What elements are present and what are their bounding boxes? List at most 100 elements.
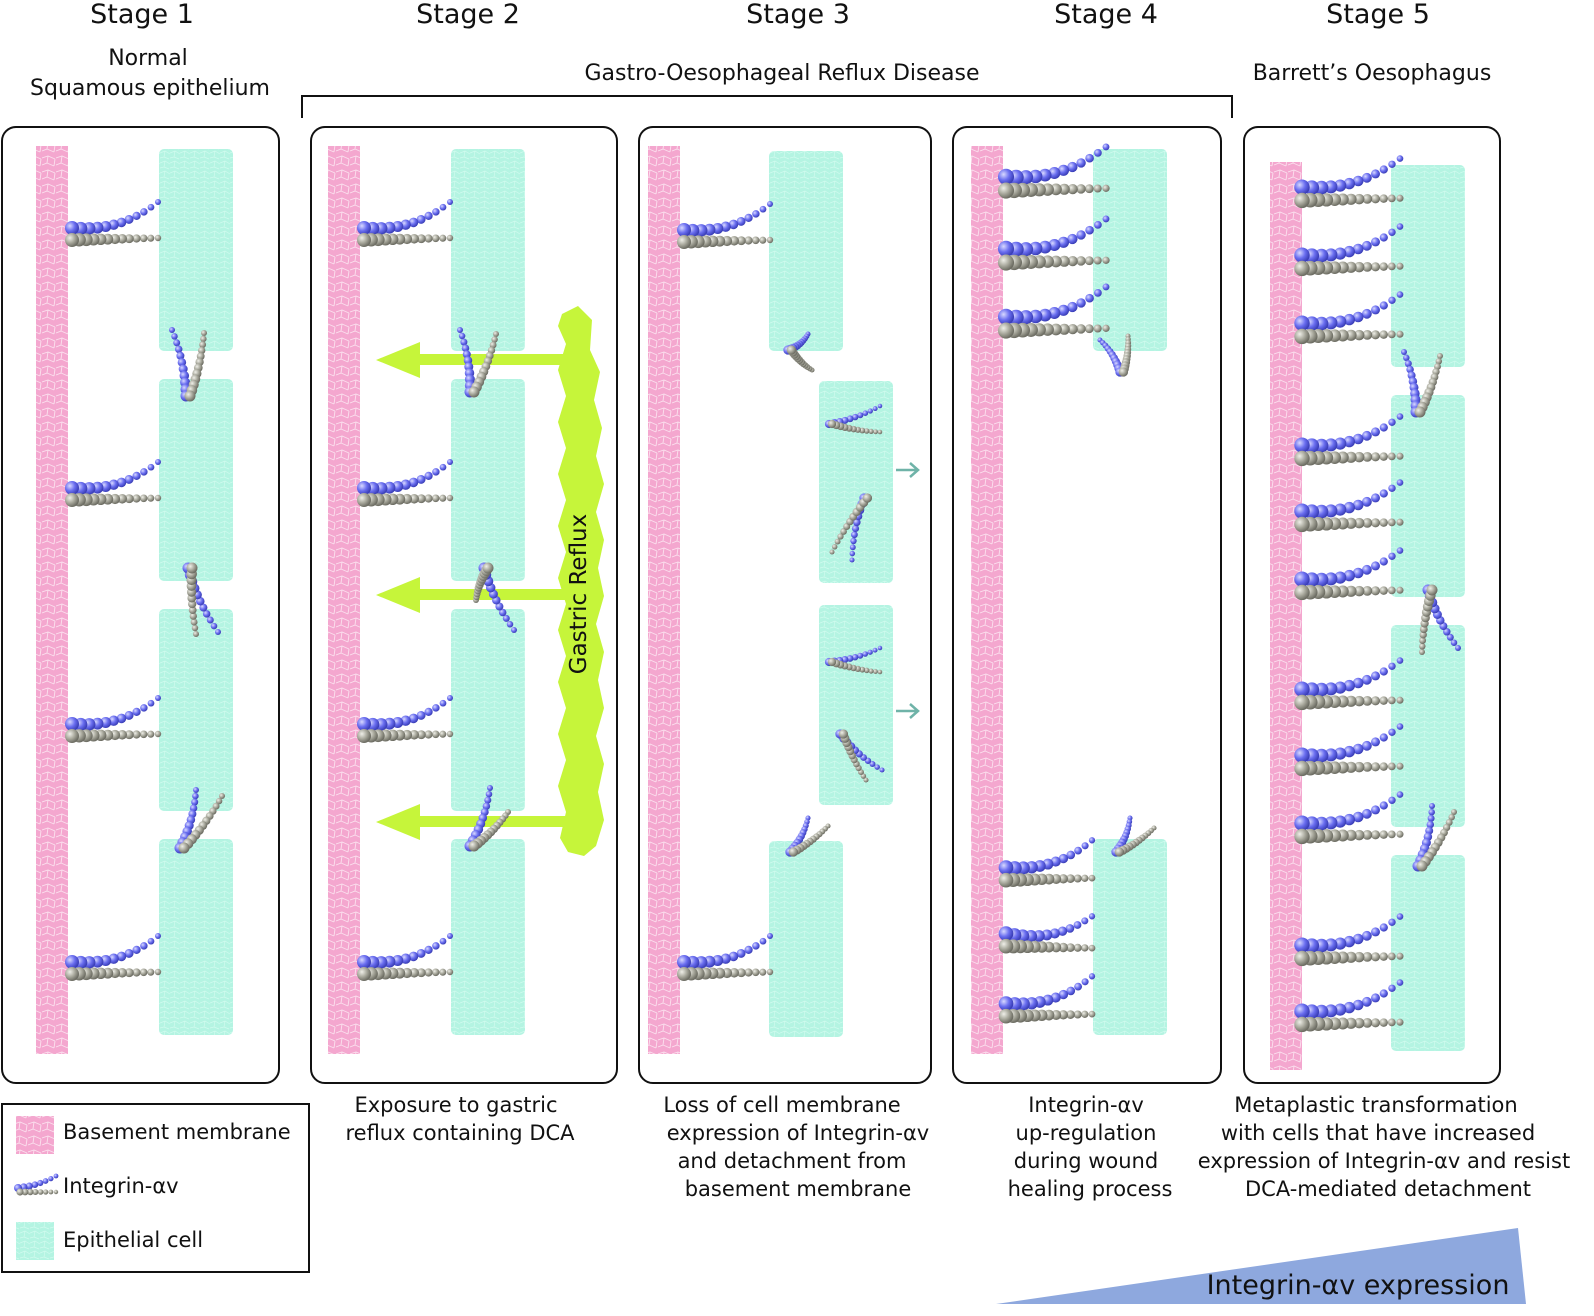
legend-integrin-label: Integrin-αv bbox=[63, 1174, 179, 1198]
stage-1-junction-integrin-3 bbox=[174, 787, 225, 854]
stage-2-membrane-integrin-4 bbox=[357, 933, 454, 981]
gastric-reflux-column bbox=[558, 306, 604, 856]
stage-2-cell-2 bbox=[451, 379, 525, 581]
stage-4-membrane-integrin-2 bbox=[997, 215, 1110, 271]
stage-2-title: Stage 2 bbox=[416, 0, 520, 30]
stage-3-cell-detached-2 bbox=[819, 605, 893, 805]
stage-4-cell-1 bbox=[1093, 149, 1167, 351]
gastric-reflux-label: Gastric Reflux bbox=[566, 514, 592, 675]
expression-label: Integrin-αv expression bbox=[1207, 1270, 1510, 1301]
basement-membrane-swatch bbox=[16, 1116, 54, 1154]
stage-5-junction-integrin-2 bbox=[1419, 584, 1461, 655]
stage-3-cell-integrin-4 bbox=[835, 729, 885, 783]
stage-3-caption-line-2: expression of Integrin-αv bbox=[667, 1121, 929, 1145]
reflux-arrow-top bbox=[376, 342, 568, 378]
stage-3-cell-integrin-1 bbox=[824, 403, 883, 435]
stage-3-caption-line-4: basement membrane bbox=[685, 1177, 912, 1201]
stage-3-title: Stage 3 bbox=[746, 0, 850, 30]
stage-5-cell-1 bbox=[1391, 165, 1465, 367]
gerd-bracket bbox=[301, 95, 1233, 118]
stage-5-basement-membrane bbox=[1270, 162, 1302, 1070]
stage-4-junction-integrin-1 bbox=[1097, 333, 1132, 377]
stage-3-movement-arrows bbox=[896, 462, 920, 719]
stage-3-arrow-lower bbox=[896, 703, 920, 719]
stage-4-membrane-integrin-1 bbox=[997, 143, 1110, 199]
stage-2-membrane-integrin-1 bbox=[357, 199, 454, 247]
stage-4-healing-integrin-1 bbox=[998, 837, 1096, 888]
stage-headers: Stage 1 Stage 2 Stage 3 Stage 4 Stage 5 … bbox=[30, 0, 1491, 118]
stage-2-junction-integrin-2 bbox=[473, 562, 517, 633]
stage-5-title: Stage 5 bbox=[1326, 0, 1430, 30]
basement-membranes bbox=[36, 146, 1302, 1070]
stage-1-cell-2 bbox=[159, 379, 233, 581]
stage-1-membrane-integrin-3 bbox=[65, 695, 162, 743]
stage-4-caption-line-1: Integrin-αv bbox=[1028, 1093, 1144, 1117]
stage-5-membrane-integrin-10 bbox=[1294, 913, 1404, 967]
stage-4-caption-line-4: healing process bbox=[1008, 1177, 1173, 1201]
stage-1-membrane-integrin-4 bbox=[65, 933, 162, 981]
stage-5-membrane-integrin-9 bbox=[1294, 791, 1404, 845]
stage-5-membrane-integrin-3 bbox=[1294, 291, 1404, 345]
stage-4-caption-line-2: up-regulation bbox=[1016, 1121, 1157, 1145]
stage-2-basement-membrane bbox=[328, 146, 360, 1054]
stage-4-healing-integrin-2 bbox=[998, 913, 1096, 954]
stage-5-caption-line-2: with cells that have increased bbox=[1221, 1121, 1535, 1145]
stage-2-membrane-integrin-3 bbox=[357, 695, 454, 743]
stage-3-caption-line-3: and detachment from bbox=[678, 1149, 907, 1173]
stage-1-junction-integrin-2 bbox=[182, 562, 221, 637]
stage-2-junction-integrin-3 bbox=[464, 785, 511, 852]
stage-2-caption-line-1: Exposure to gastric bbox=[354, 1093, 557, 1117]
stage-5-cell-3 bbox=[1391, 625, 1465, 827]
stage-5-membrane-integrin-7 bbox=[1294, 657, 1404, 711]
stage-5-membrane-integrin-6 bbox=[1294, 547, 1404, 601]
stage-3-cell-integrin-2 bbox=[829, 493, 873, 563]
stage-1-cell-1 bbox=[159, 149, 233, 351]
stage-5-membrane-integrin-1 bbox=[1294, 155, 1404, 209]
reflux-arrow-bottom bbox=[376, 804, 568, 840]
stage-4-basement-membrane bbox=[971, 146, 1003, 1054]
stage-1-membrane-integrin-2 bbox=[65, 459, 162, 507]
integrins bbox=[65, 143, 1461, 1033]
legend-epithelial-cell-label: Epithelial cell bbox=[63, 1228, 203, 1252]
stage-5-membrane-integrin-8 bbox=[1294, 723, 1404, 777]
stage-captions: Exposure to gastric reflux containing DC… bbox=[345, 1093, 1570, 1201]
stage-5-cell-2 bbox=[1391, 395, 1465, 597]
stage-3-membrane-integrin-2 bbox=[677, 933, 774, 981]
stage-5-membrane-integrin-11 bbox=[1294, 979, 1404, 1033]
stage-5-membrane-integrin-2 bbox=[1294, 223, 1404, 277]
stage-3-cell-integrin-3 bbox=[824, 645, 883, 675]
stage-5-membrane-integrin-4 bbox=[1294, 413, 1404, 467]
stage-1-cell-3 bbox=[159, 609, 233, 811]
stage-5-caption-line-4: DCA-mediated detachment bbox=[1245, 1177, 1531, 1201]
stage-5-junction-integrin-1 bbox=[1401, 349, 1443, 418]
stage-5-caption-line-3: expression of Integrin-αv and resist bbox=[1198, 1149, 1570, 1173]
stage-4-cell-4 bbox=[1093, 839, 1167, 1035]
stage-1-basement-membrane bbox=[36, 146, 68, 1054]
stage-4-caption-line-3: during wound bbox=[1014, 1149, 1158, 1173]
stage-3-membrane-integrin-1 bbox=[677, 201, 774, 249]
stage-5-junction-integrin-3 bbox=[1412, 803, 1457, 872]
stage-3-cell-1 bbox=[769, 151, 843, 351]
legend-basement-membrane-label: Basement membrane bbox=[63, 1120, 291, 1144]
stage-2-cell-1 bbox=[451, 149, 525, 351]
stage-2-membrane-integrin-2 bbox=[357, 459, 454, 507]
stage-4-junction-integrin-2 bbox=[1111, 815, 1157, 857]
stage-3-basement-membrane bbox=[648, 146, 680, 1054]
stage-4-membrane-integrin-3 bbox=[997, 283, 1110, 339]
stage-1-subtitle-line-2: Squamous epithelium bbox=[30, 76, 270, 101]
stage-2-panel bbox=[310, 126, 618, 1084]
stage-1-junction-integrin-1 bbox=[169, 327, 207, 402]
stage-5-membrane-integrin-5 bbox=[1294, 479, 1404, 533]
epithelial-cells bbox=[159, 149, 1465, 1051]
stage-5-subtitle: Barrett’s Oesophagus bbox=[1253, 61, 1492, 86]
stage-2-cell-3 bbox=[451, 609, 525, 811]
stage-4-healing-integrin-3 bbox=[998, 973, 1096, 1024]
stage-3-caption-line-1: Loss of cell membrane bbox=[663, 1093, 900, 1117]
gerd-label: Gastro-Oesophageal Reflux Disease bbox=[584, 61, 979, 86]
stage-3-panel bbox=[638, 126, 932, 1084]
stage-5-cell-4 bbox=[1391, 855, 1465, 1051]
stage-3-arrow-upper bbox=[896, 462, 920, 478]
stage-3-detached-integrin-1 bbox=[783, 331, 815, 373]
stage-1-subtitle-line-1: Normal bbox=[108, 46, 188, 71]
